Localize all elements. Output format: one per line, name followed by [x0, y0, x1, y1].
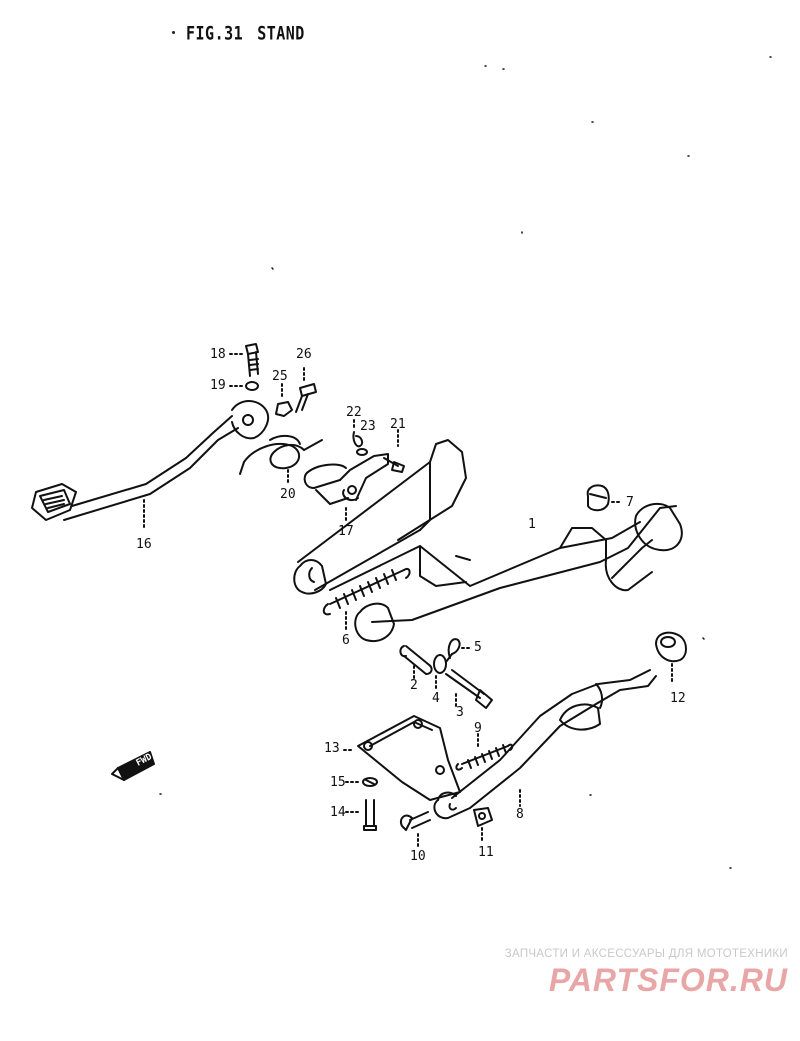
callout-label-26: 26 — [296, 347, 312, 362]
callout-label-9: 9 — [474, 721, 482, 736]
figure-title: FIG.31 STAND — [186, 22, 305, 45]
shaft-arm-part — [303, 453, 389, 521]
callout-label-10: 10 — [410, 849, 426, 864]
callout-label-14: 14 — [330, 805, 346, 820]
callout-label-4: 4 — [432, 691, 440, 706]
nut-25-part — [275, 383, 293, 417]
rubber-stop-part — [586, 484, 623, 512]
callout-label-16: 16 — [136, 537, 152, 552]
callout-label-1: 1 — [528, 517, 536, 532]
callout-label-3: 3 — [456, 705, 464, 720]
title-bullet — [172, 31, 175, 34]
main-stand-frame — [293, 439, 683, 642]
washer-23-part — [356, 448, 368, 456]
callout-label-13: 13 — [324, 741, 340, 756]
callout-label-17: 17 — [338, 524, 354, 539]
side-stand-spring-part — [455, 733, 514, 771]
spring-part — [322, 568, 411, 631]
callout-label-12: 12 — [670, 691, 686, 706]
figure-name: STAND — [257, 21, 305, 45]
side-stand-part — [433, 669, 657, 820]
bolt-26-part — [295, 367, 317, 413]
callout-label-15: 15 — [330, 775, 346, 790]
clip-22-part — [352, 419, 364, 448]
bracket-bolt-part — [345, 799, 377, 831]
scan-specks — [159, 56, 772, 869]
callout-label-18: 18 — [210, 347, 226, 362]
lever-washer-part — [229, 381, 259, 391]
callout-label-23: 23 — [360, 419, 376, 434]
stand-bolt-part — [400, 811, 431, 847]
callout-label-7: 7 — [626, 495, 634, 510]
watermark-tagline: ЗАПЧАСТИ И АКСЕССУАРЫ ДЛЯ МОТОТЕХНИКИ — [504, 948, 788, 960]
pin-21-part — [383, 429, 405, 473]
callout-label-2: 2 — [410, 678, 418, 693]
torsion-spring-part — [239, 434, 323, 483]
callout-label-22: 22 — [346, 405, 362, 420]
washer-part — [433, 654, 447, 691]
callout-label-25: 25 — [272, 369, 288, 384]
callout-label-21: 21 — [390, 417, 406, 432]
stand-lever-part — [31, 400, 270, 531]
lever-bolt-part — [229, 343, 259, 377]
watermark: ЗАПЧАСТИ И АКСЕССУАРЫ ДЛЯ МОТОТЕХНИКИ PA… — [505, 948, 788, 999]
callout-label-20: 20 — [280, 487, 296, 502]
watermark-logo: PARTSFOR.RU — [548, 962, 788, 998]
figure-number: FIG.31 — [186, 21, 244, 45]
stand-nut-part — [473, 807, 493, 843]
rubber-cap-part — [655, 631, 687, 685]
fwd-arrow-icon — [111, 751, 155, 781]
pivot-bushing-part — [399, 645, 433, 681]
cotter-pin-part — [445, 638, 471, 663]
callout-label-8: 8 — [516, 807, 524, 822]
pivot-bolt-part — [445, 669, 493, 709]
callout-label-11: 11 — [478, 845, 494, 860]
callout-label-5: 5 — [474, 640, 482, 655]
callout-label-19: 19 — [210, 378, 226, 393]
callout-label-6: 6 — [342, 633, 350, 648]
stand-bracket-part — [343, 715, 461, 801]
lock-washer-part — [345, 777, 378, 787]
